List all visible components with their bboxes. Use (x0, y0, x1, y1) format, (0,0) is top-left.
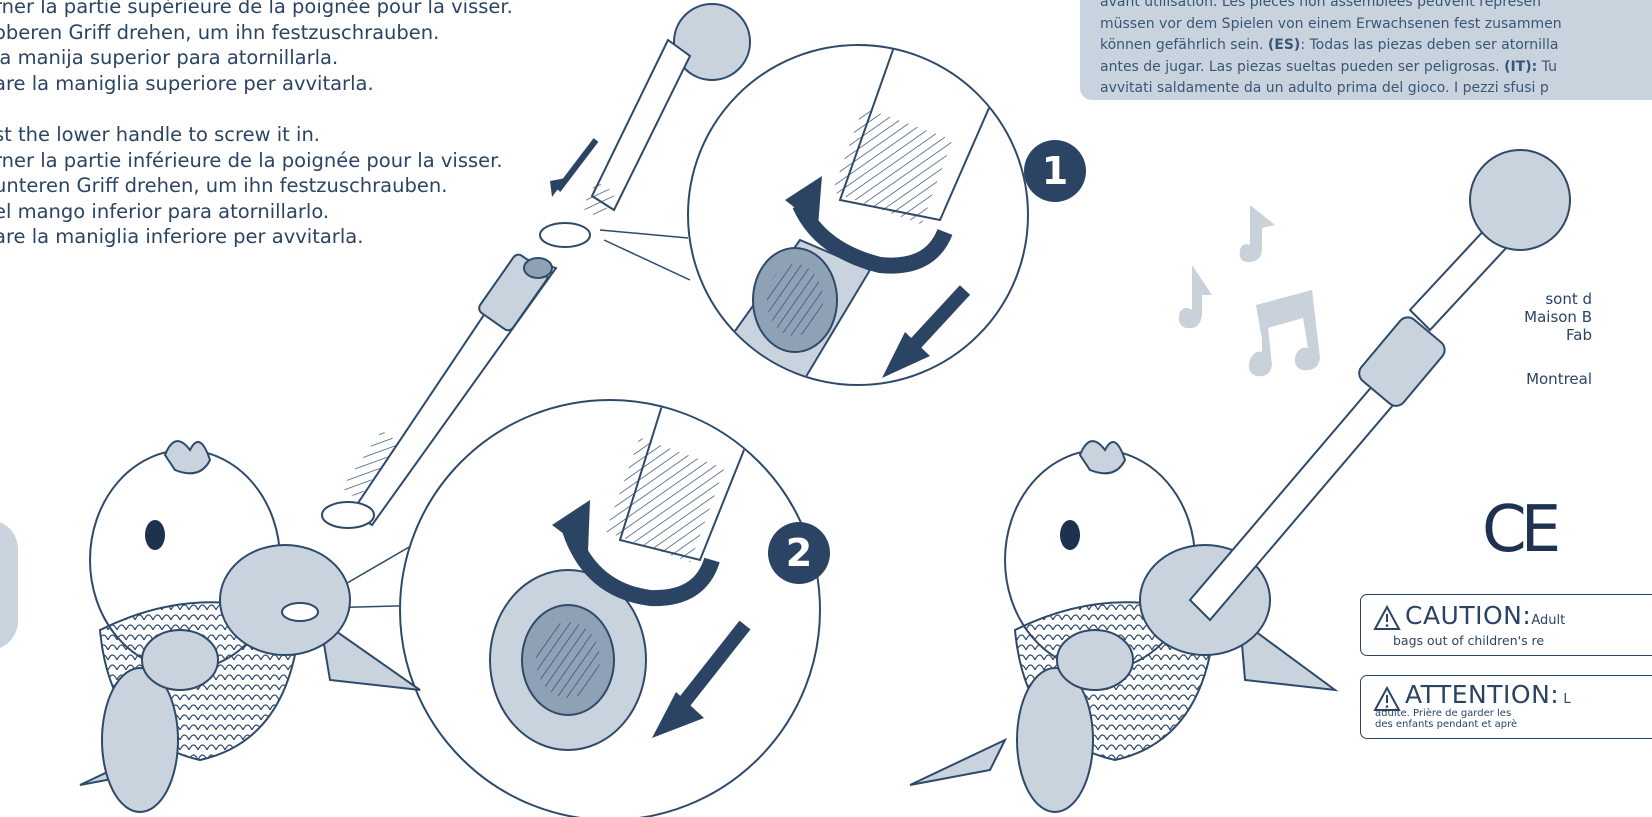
side-tab (0, 520, 18, 650)
attention-body-1: adulte. Prière de garder les (1375, 708, 1512, 719)
rotate-arrow-icon-2 (562, 527, 720, 607)
upper-thread (581, 181, 616, 219)
rotate-arrow-icon (792, 201, 953, 274)
caution-heading: CAUTION:Adult (1405, 601, 1565, 630)
instruction-lower-de: unteren Griff drehen, um ihn festzuschra… (0, 174, 448, 197)
instruction-upper-de: oberen Griff drehen, um ihn festzuschrau… (0, 20, 440, 44)
attention-heading: ATTENTION: L (1405, 680, 1571, 709)
safety-line-5: avvitati saldamente da un adulto prima d… (1100, 80, 1549, 96)
attention-heading-tail: L (1559, 692, 1571, 707)
upper-handle-knob (673, 3, 751, 81)
instruction-upper-it: are la maniglia superiore per avvitarla. (0, 71, 374, 95)
music-notes-icon (1178, 205, 1320, 377)
caution-label: CAUTION:Adult bags out of children's re (1360, 594, 1652, 656)
step-1-badge: 1 (1024, 140, 1086, 202)
chick-toy-right (909, 149, 1571, 813)
instruction-lower-fr: rner la partie inférieure de la poignée … (0, 148, 503, 172)
manufacturer-line-3: Fab (1566, 326, 1592, 344)
instruction-upper-es: la manija superior para atornillarla. (0, 46, 339, 69)
lang-tag-es: (ES) (1267, 37, 1301, 53)
safety-line-4: antes de jugar. Las piezas sueltas puede… (1100, 57, 1562, 79)
attention-body-2: des enfants pendant et aprè (1375, 719, 1518, 730)
manufacturer-line-2: Maison B (1524, 308, 1592, 326)
instruction-lower-en: st the lower handle to screw it in. (0, 123, 320, 146)
safety-notice-panel (1080, 0, 1652, 100)
zoom-circle-step-2 (399, 399, 821, 817)
caution-heading-tail: Adult (1531, 613, 1566, 628)
upper-handle-rod (590, 38, 692, 212)
attention-label: ATTENTION: L adulte. Prière de garder le… (1360, 675, 1652, 739)
safety-line-1: avant utilisation. Les pièces non assemb… (1100, 0, 1542, 10)
arrow-upper-down-icon (555, 138, 599, 192)
instruction-lower-es: el mango inferior para atornillarlo. (0, 199, 330, 223)
warning-triangle-icon (1373, 605, 1401, 630)
instruction-lower-it: are la maniglia inferiore per avvitarla. (0, 225, 364, 248)
safety-line-2: müssen vor dem Spielen von einem Erwachs… (1100, 15, 1562, 32)
lang-tag-it: (IT): (1504, 58, 1538, 75)
caution-heading-text: CAUTION: (1405, 601, 1532, 630)
caution-body: bags out of children's re (1393, 633, 1545, 648)
zoom-circle-step-1 (687, 44, 1029, 386)
safety-line-3: können gefährlich sein. (ES): Todas las … (1100, 35, 1562, 57)
chick-toy-left (79, 440, 421, 813)
ce-mark: CE (1482, 493, 1561, 567)
step-2-badge: 2 (768, 522, 830, 584)
rotate-arrow-small-icon (539, 222, 591, 248)
safety-line-3a: können gefährlich sein. (1100, 37, 1268, 53)
safety-line-4a: antes de jugar. Las piezas sueltas puede… (1100, 58, 1505, 75)
warning-triangle-icon-2 (1373, 686, 1401, 711)
down-left-arrow-icon-2 (672, 620, 751, 715)
manufacturer-line-4: Montreal (1526, 370, 1592, 388)
safety-notice-text: avant utilisation. Les pièces non assemb… (1100, 0, 1562, 100)
attention-heading-text: ATTENTION: (1405, 680, 1560, 709)
safety-line-3b: : Todas las piezas deben ser atornilla (1300, 37, 1559, 53)
assembly-instructions: rner la partie supérieure de la poignée … (0, 0, 513, 250)
safety-line-4b: Tu (1537, 58, 1557, 75)
instruction-upper-fr: rner la partie supérieure de la poignée … (0, 0, 513, 18)
manufacturer-line-1: sont d (1545, 290, 1592, 308)
